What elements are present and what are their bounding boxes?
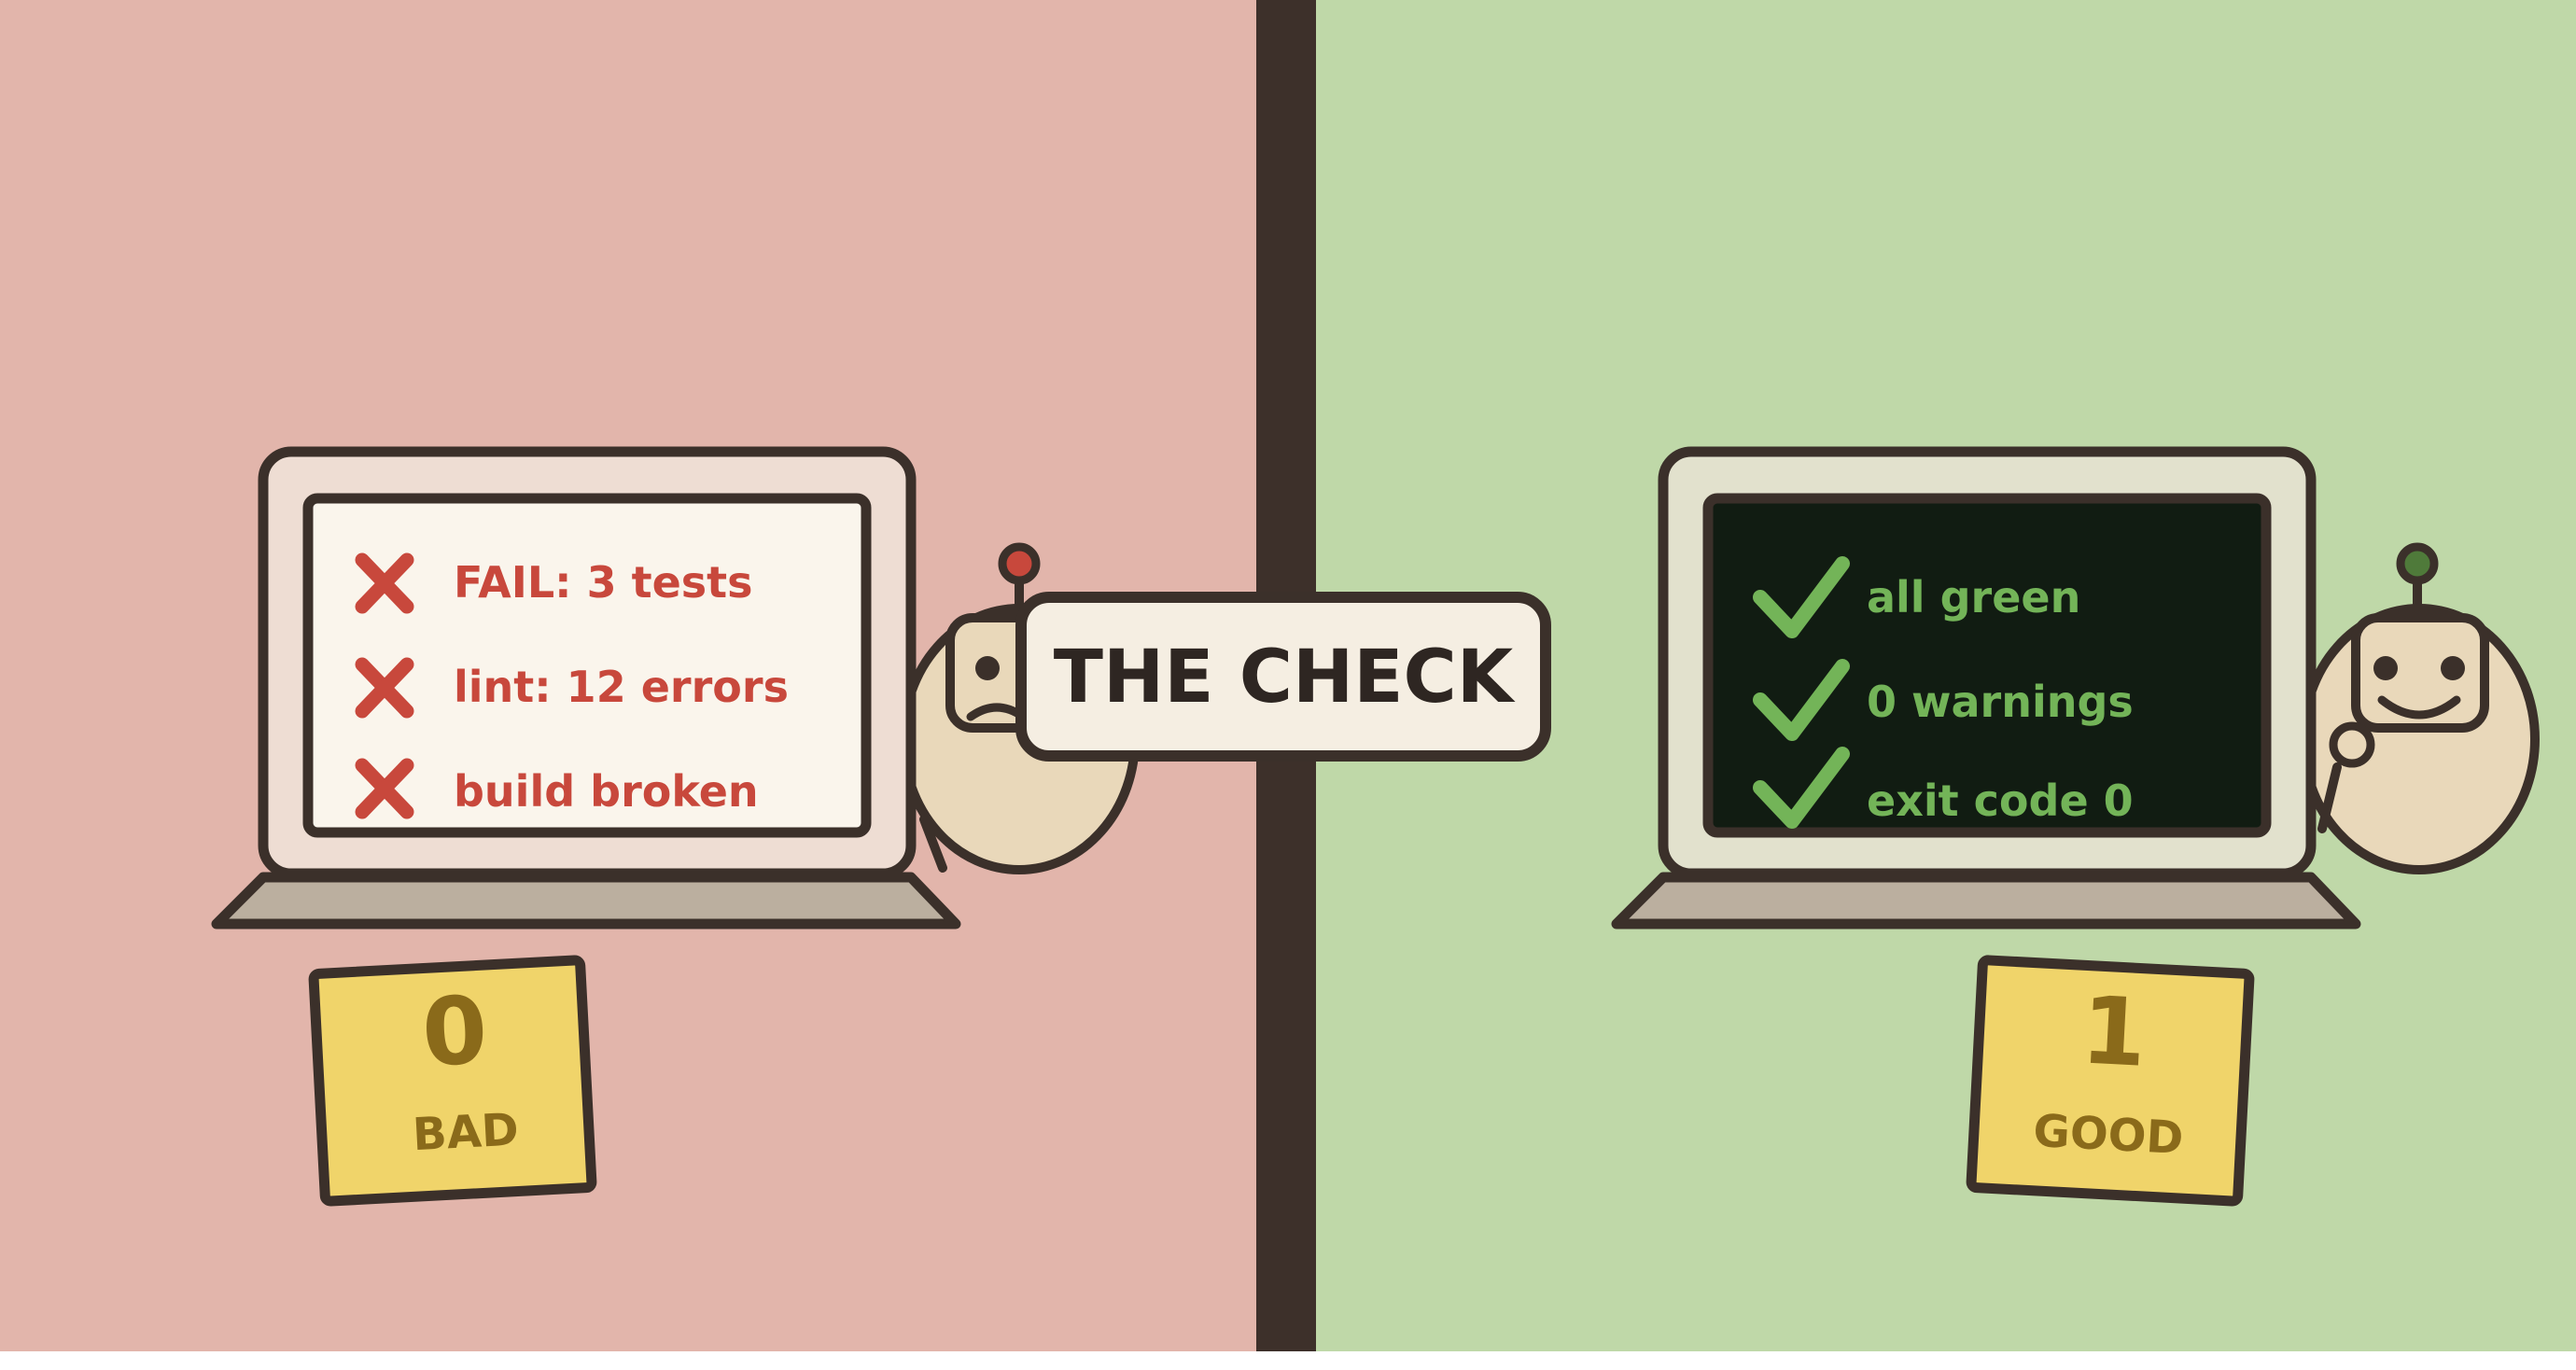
cross-icon	[355, 552, 414, 614]
bad-laptop	[211, 446, 961, 930]
red-antenna-tip	[998, 542, 1041, 585]
pass-line-text: all green	[1867, 572, 2080, 622]
score-value: 1	[2079, 975, 2149, 1087]
fail-line: build broken	[355, 758, 759, 819]
smiling-mouth	[2377, 695, 2461, 720]
laptop-screen	[302, 493, 872, 838]
good-score-note: 1 GOOD	[1966, 955, 2255, 1207]
fail-line: FAIL: 3 tests	[355, 552, 753, 614]
good-panel: all green 0 warnings exit code 0 1 GOOD	[1611, 446, 2540, 1207]
fail-line-text: build broken	[454, 766, 759, 817]
robot-eye	[975, 656, 1000, 680]
robot-arm	[2317, 762, 2342, 833]
fail-line-text: FAIL: 3 tests	[454, 557, 753, 608]
pass-line: all green	[1753, 556, 2080, 638]
checkmark-icon	[1753, 556, 1850, 638]
title-banner: THE CHECK	[1015, 592, 1551, 762]
laptop-base	[1611, 872, 2361, 930]
bottom-margin	[0, 1351, 2576, 1370]
robot-eye	[2373, 656, 2398, 680]
checkmark-icon	[1753, 659, 1850, 741]
cross-icon	[355, 657, 414, 719]
cross-icon	[355, 758, 414, 819]
bad-score-note: 0 BAD	[308, 955, 597, 1207]
verdict-label: BAD	[412, 1103, 520, 1161]
pass-line: exit code 0	[1753, 747, 2134, 829]
verdict-label: GOOD	[2032, 1105, 2185, 1165]
pass-line: 0 warnings	[1753, 659, 2134, 741]
laptop-base	[211, 872, 961, 930]
green-antenna-tip	[2396, 542, 2439, 585]
robot-arm	[919, 815, 947, 873]
checkmark-icon	[1753, 747, 1850, 829]
robot-hand	[2329, 721, 2375, 768]
fail-line: lint: 12 errors	[355, 657, 789, 719]
robot-eye	[2441, 656, 2465, 680]
pass-line-text: exit code 0	[1867, 776, 2134, 826]
title-text: THE CHECK	[1054, 636, 1516, 720]
pass-line-text: 0 warnings	[1867, 677, 2134, 727]
fail-line-text: lint: 12 errors	[454, 662, 789, 712]
score-value: 0	[419, 975, 490, 1087]
